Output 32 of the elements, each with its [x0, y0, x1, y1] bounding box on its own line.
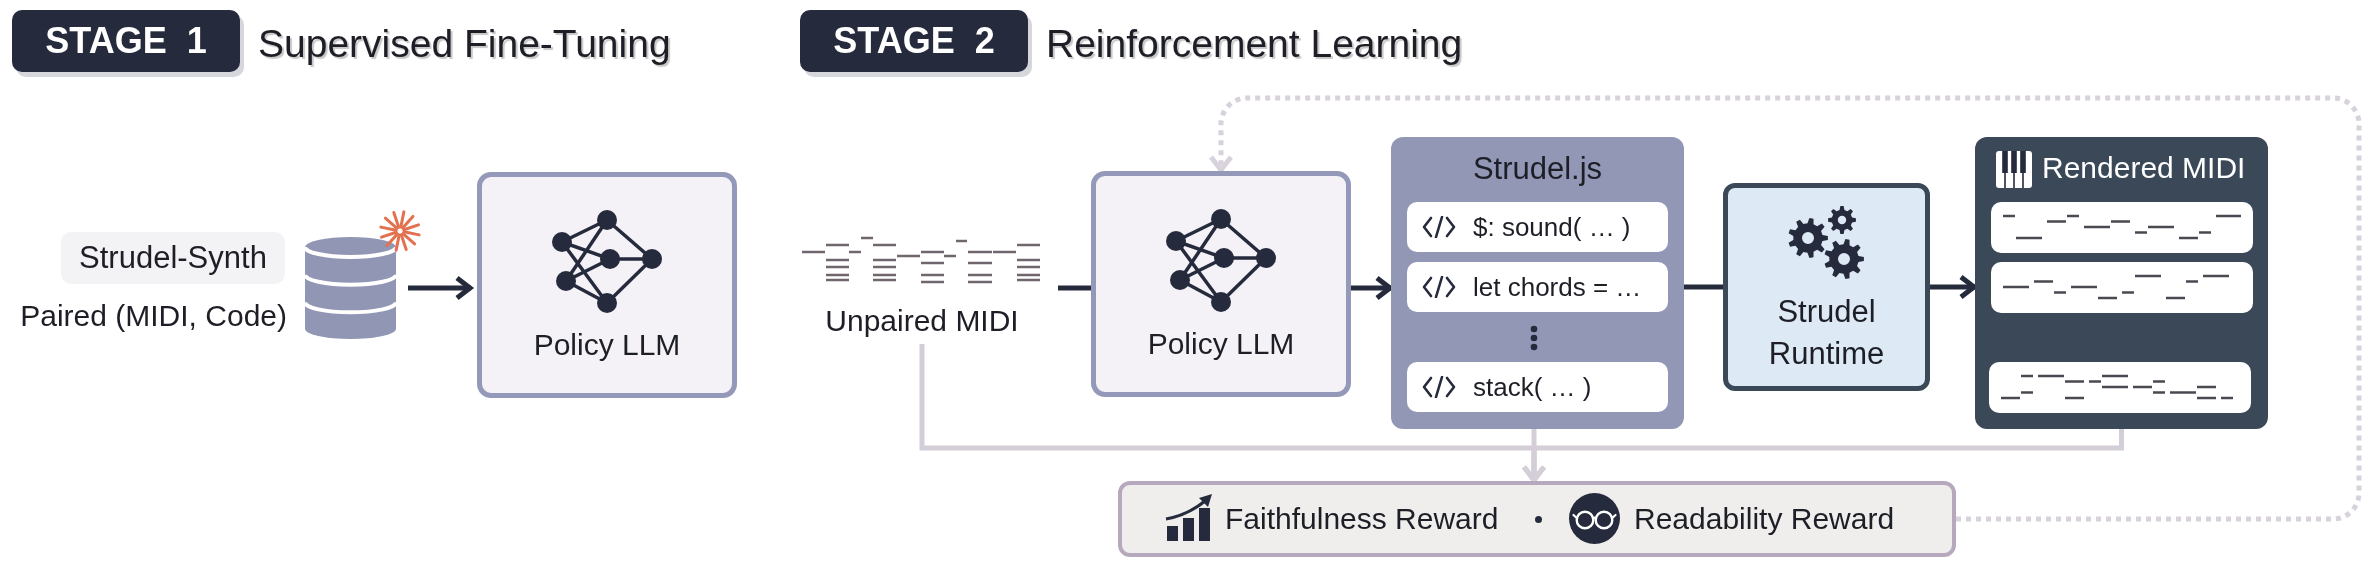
connector-line: [1058, 285, 1091, 291]
dashed-arrow: [1208, 95, 2362, 522]
code-text: stack( … ): [1473, 371, 1592, 403]
piano-roll-strip: [1991, 262, 2253, 313]
box-label: Policy LLM: [1147, 326, 1295, 362]
output-panel: [1975, 137, 2268, 429]
piano-roll-strip: [1989, 362, 2251, 413]
reward-box: [1118, 481, 1956, 557]
connector-line: [1684, 284, 1723, 290]
arrow: [1351, 275, 1393, 301]
arrow: [408, 275, 473, 301]
arrow: [1930, 274, 1977, 300]
stage-title: Reinforcement Learning: [1046, 20, 1463, 67]
dataset-caption: Paired (MIDI, Code): [20, 298, 287, 334]
database-cylinder: [305, 237, 396, 339]
panel-title: Strudel.js: [1472, 149, 1603, 187]
runtime-box: [1723, 183, 1930, 391]
dataset-tag: Strudel-Synth: [61, 232, 285, 284]
panel-title: Rendered MIDI: [2042, 150, 2246, 186]
arrow: [1521, 429, 2124, 483]
code-text: let chords = …: [1473, 271, 1642, 303]
piano-roll-strip: [1991, 202, 2253, 253]
code-text: $: sound( … ): [1473, 211, 1631, 243]
source-label: Unpaired MIDI: [825, 303, 1019, 339]
model-box: [477, 172, 737, 398]
reward-label: Readability Reward: [1634, 501, 1895, 537]
model-box: [1091, 171, 1351, 397]
stage-title: Supervised Fine-Tuning: [258, 20, 671, 67]
box-label: Policy LLM: [533, 327, 681, 363]
reward-label: Faithfulness Reward: [1225, 501, 1499, 537]
box-label: Strudel Runtime: [1768, 293, 1885, 373]
code-panel: [1391, 137, 1684, 429]
